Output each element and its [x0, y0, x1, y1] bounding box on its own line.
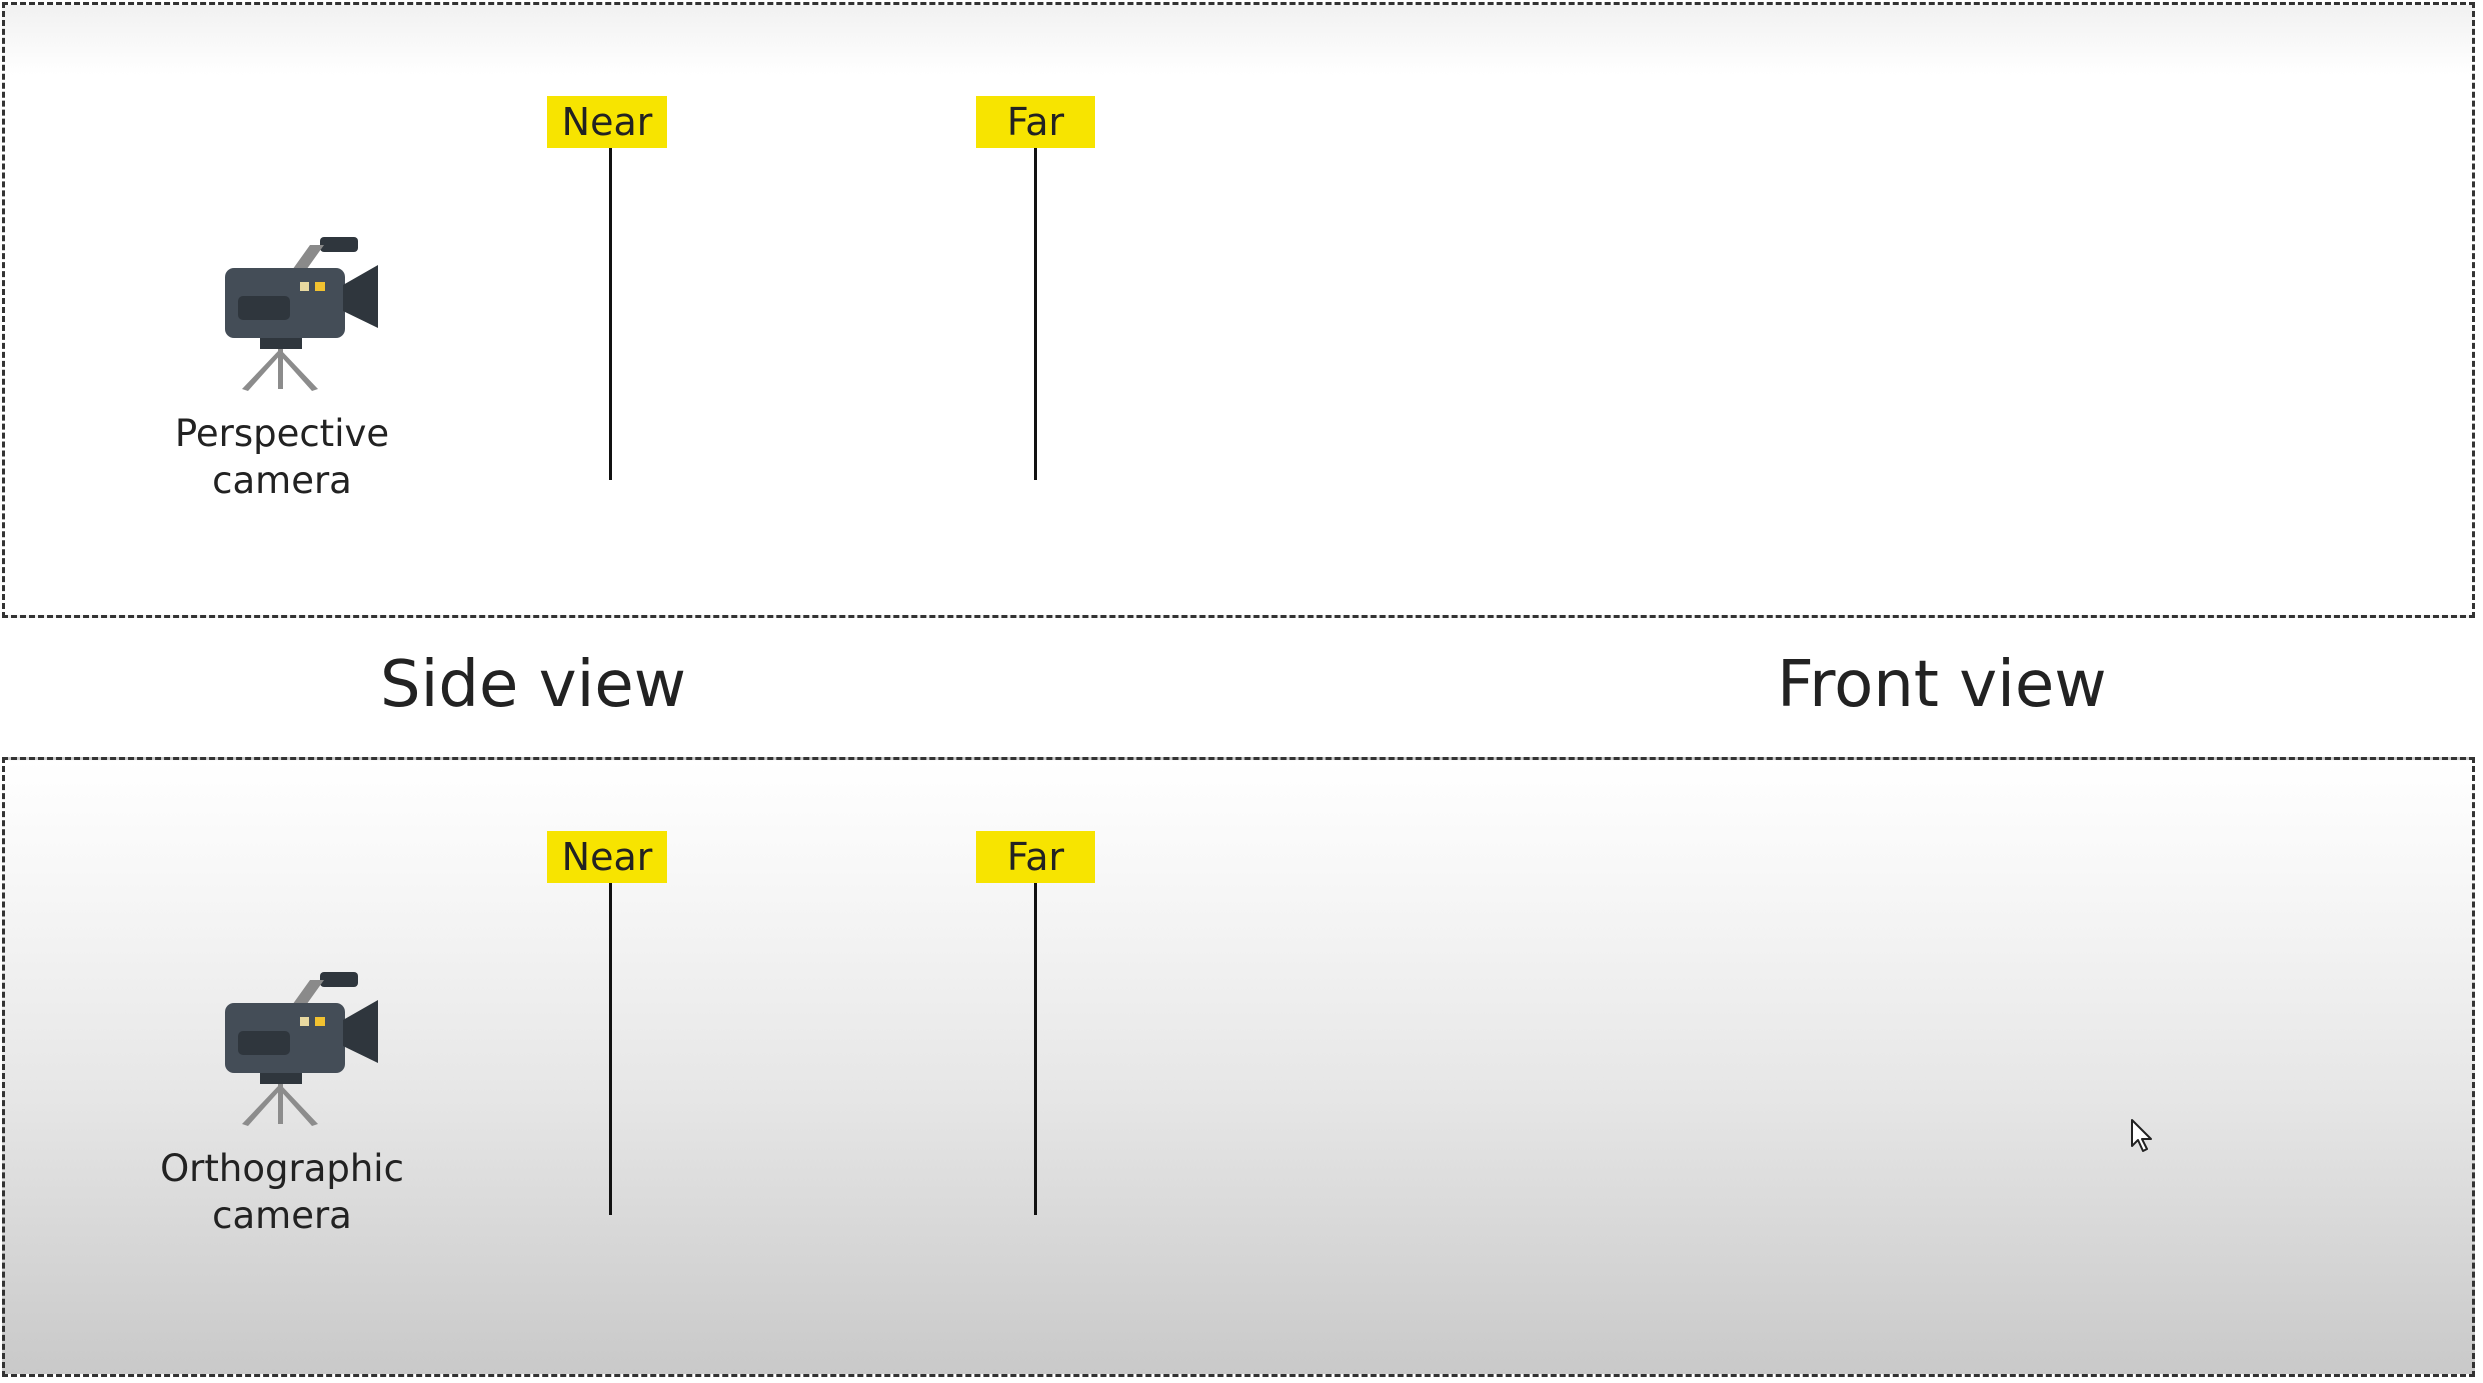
far-plane-line: [1034, 148, 1037, 480]
orthographic-panel: [2, 757, 2475, 1377]
perspective-panel: [2, 2, 2475, 618]
perspective-camera-icon: [220, 233, 380, 393]
far-plane-tag: Far: [976, 96, 1095, 148]
camera-label-line1: Perspective: [174, 412, 390, 455]
camera-label-line2: camera: [212, 1194, 352, 1237]
camera-label-line2: camera: [212, 459, 352, 502]
orthographic-camera-label: Orthographic camera: [122, 1145, 442, 1239]
near-plane-tag: Near: [547, 96, 667, 148]
side-view-heading: Side view: [380, 648, 687, 722]
front-view-heading: Front view: [1777, 648, 2107, 722]
far-plane-tag: Far: [976, 831, 1095, 883]
near-plane-line: [609, 883, 612, 1215]
mouse-cursor-icon: [2130, 1118, 2156, 1154]
orthographic-camera-icon: [220, 968, 380, 1128]
camera-label-line1: Orthographic: [160, 1147, 404, 1190]
far-plane-line: [1034, 883, 1037, 1215]
perspective-camera-label: Perspective camera: [122, 410, 442, 504]
near-plane-line: [609, 148, 612, 480]
near-plane-tag: Near: [547, 831, 667, 883]
